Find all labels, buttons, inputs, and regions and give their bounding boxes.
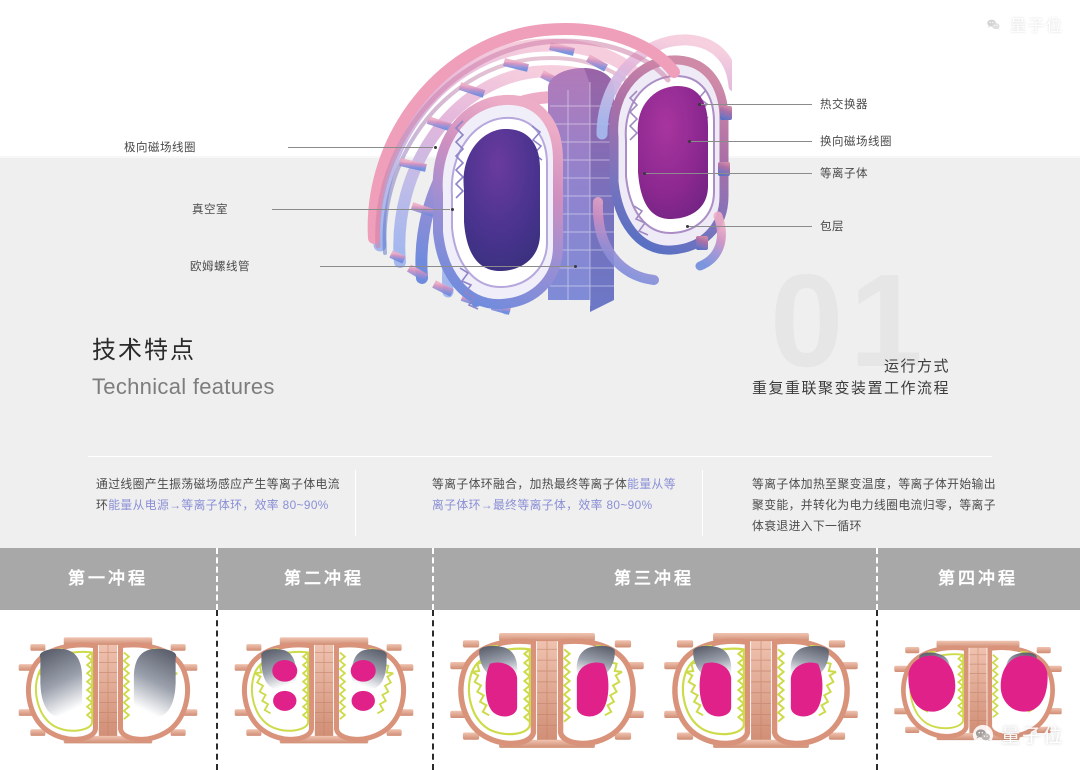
stroke-divider-body-1 — [216, 610, 218, 770]
stroke-cross-section — [664, 633, 858, 748]
description-column-3: 等离子体加热至聚变温度，等离子体开始输出聚变能，并转化为电力线圈电流归零，等离子… — [752, 474, 1002, 537]
stroke-cell-4 — [876, 610, 1080, 770]
callout-label-换向磁场线圈: 换向磁场线圈 — [820, 136, 892, 148]
callout-leader-line — [690, 141, 812, 142]
vacuum-vessel-right-cut — [609, 55, 729, 255]
stroke-divider-body-3 — [876, 610, 878, 770]
column-text-accent2: 等离子体衰退进入下一循环 — [752, 498, 996, 533]
wechat-icon — [984, 15, 1003, 33]
callout-anchor-dot — [643, 172, 646, 175]
columns-top-rule — [88, 456, 992, 457]
port-stubs — [696, 106, 732, 250]
column-text-dark2: 子体电流环 — [96, 477, 340, 512]
watermark-bottom-text: 量子位 — [1000, 726, 1064, 747]
column-divider-1 — [355, 470, 356, 536]
callout-leader-line — [688, 226, 812, 227]
column-divider-2 — [702, 470, 703, 536]
callout-label-真空室: 真空室 — [192, 204, 228, 216]
four-stroke-panel: 第一冲程 第二冲程 第三冲程 第四冲程 — [0, 548, 1080, 770]
callout-anchor-dot — [698, 103, 701, 106]
callout-label-极向磁场线圈: 极向磁场线圈 — [124, 142, 196, 154]
watermark-bottom: 量子位 — [972, 721, 1064, 748]
stroke-title-2: 第二冲程 — [284, 569, 364, 588]
description-columns: 通过线圈产生振荡磁场感应产生等离子体电流环能量从电源→等离子体环，效率 80~9… — [0, 456, 1080, 548]
section-heading-left: 技术特点 Technical features — [92, 336, 275, 403]
vacuum-vessel-left-cut — [432, 94, 563, 310]
callout-anchor-dot — [688, 140, 691, 143]
callout-leader-line — [272, 209, 450, 210]
column-text-dark: 等离子体加热至聚变温度，等离子体开始 — [752, 477, 972, 491]
heading-left-en: Technical features — [92, 374, 275, 399]
heading-right-line2: 重复重联聚变装置工作流程 — [751, 380, 950, 397]
watermark-top: 量子位 — [984, 12, 1064, 36]
column-text-accent2: 效率 80~90% — [254, 498, 329, 512]
stroke-divider-body-2 — [432, 610, 434, 770]
column-text-accent2: 效率 80~90% — [578, 498, 653, 512]
callout-anchor-dot — [574, 265, 577, 268]
stroke-cross-section — [894, 640, 1062, 741]
tokamak-cutaway-illustration — [352, 10, 732, 340]
stroke-divider-header-1 — [216, 548, 218, 610]
stroke-cross-section — [234, 637, 414, 744]
stroke-cell-1 — [0, 610, 216, 770]
stroke-title-4: 第四冲程 — [938, 569, 1018, 588]
top-rim-band — [367, 23, 680, 249]
stroke-divider-header-3 — [876, 548, 878, 610]
stroke-cross-section — [18, 637, 198, 744]
stroke-header-bar — [0, 548, 1080, 610]
stroke-cell-3 — [432, 610, 876, 770]
stroke-title-1: 第一冲程 — [68, 569, 148, 588]
wechat-icon — [972, 724, 994, 745]
heading-left-cn: 技术特点 — [92, 337, 196, 364]
callout-label-等离子体: 等离子体 — [820, 168, 868, 180]
column-text-dark: 等离子体环融合，加热最终等离子体 — [432, 477, 628, 491]
section-heading-right: 运行方式 重复重联聚变装置工作流程 — [752, 356, 950, 400]
callout-label-热交换器: 热交换器 — [820, 99, 868, 111]
stroke-title-3: 第三冲程 — [614, 569, 694, 588]
column-text-accent: 能量从电源→等离子体环， — [108, 498, 255, 512]
callout-leader-line — [645, 173, 812, 174]
callout-anchor-dot — [451, 208, 454, 211]
callout-leader-line — [700, 104, 812, 105]
heading-right-line1: 运行方式 — [883, 358, 950, 375]
description-column-2: 等离子体环融合，加热最终等离子体能量从等离子体环→最终等离子体，效率 80~90… — [432, 474, 682, 516]
section-number-watermark: 01 — [770, 247, 929, 394]
callout-anchor-dot — [686, 225, 689, 228]
column-text-accent: 能量从等离子体环→最终等离子体， — [432, 477, 676, 512]
callout-leader-line — [288, 147, 433, 148]
callout-leader-line — [320, 266, 573, 267]
description-column-1: 通过线圈产生振荡磁场感应产生等离子体电流环能量从电源→等离子体环，效率 80~9… — [96, 474, 346, 516]
column-text-dark2: 输出聚变能，并转化为电力线圈电流归零， — [752, 477, 996, 512]
stroke-divider-header-2 — [432, 548, 434, 610]
stroke-cell-2 — [216, 610, 432, 770]
callout-anchor-dot — [434, 146, 437, 149]
stroke-cross-section — [450, 633, 644, 748]
watermark-top-text: 量子位 — [1009, 18, 1064, 35]
poloidal-coil-front — [592, 34, 732, 285]
callout-label-欧姆螺线管: 欧姆螺线管 — [190, 261, 250, 273]
callout-label-包层: 包层 — [820, 221, 844, 233]
column-text-dark: 通过线圈产生振荡磁场感应产生等离 — [96, 477, 292, 491]
